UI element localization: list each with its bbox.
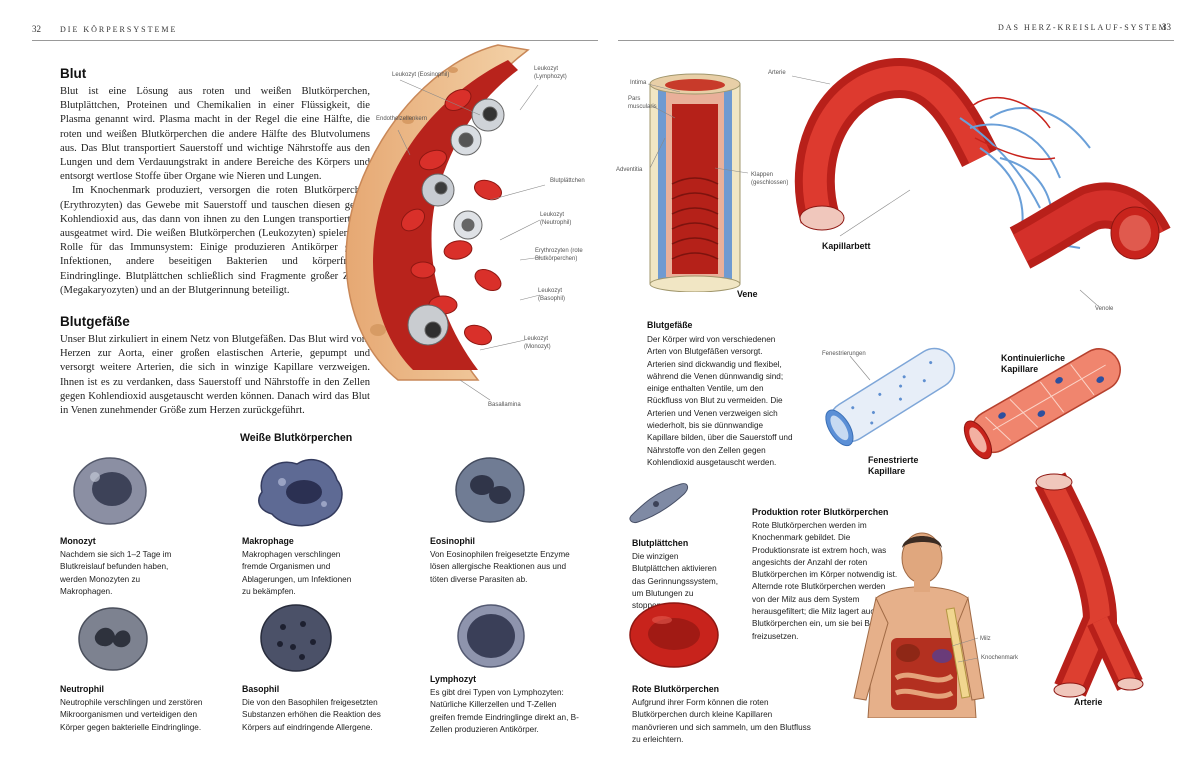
wbc-neutrophil-text: Neutrophile verschlingen und zerstören M… [60, 698, 203, 732]
arterie-illustration [1034, 472, 1144, 698]
right-header-rule [618, 40, 1174, 41]
left-header-rule [32, 40, 598, 41]
produktion-text: Rote Blutkörperchen werden im Knochenmar… [752, 521, 898, 641]
label-leukozyt-neutrophil: Leukozyt (Neutrophil) [540, 212, 572, 226]
wbc-basophil-text: Die von den Basophilen freigesetzten Sub… [242, 698, 381, 732]
blutgefaesse-section: Blutgefäße Unser Blut zirkuliert in eine… [60, 314, 370, 418]
neutrophil-cell-image [78, 607, 148, 671]
kontinuierliche-kapillare-illustration [963, 348, 1121, 460]
vene-illustration [649, 73, 741, 292]
label-basallamina: Basallamina [488, 402, 521, 408]
blutplaettchen-title: Blutplättchen [632, 538, 689, 548]
label-leukozyt-eosinophil: Leukozyt (Eosinophil) [392, 72, 450, 78]
basophil-cell-image [260, 604, 332, 672]
label-venole: Venole [1095, 306, 1114, 312]
label-leukozyt-basophil: Leukozyt (Basophil) [538, 288, 566, 302]
left-running-head: DIE KÖRPERSYSTEME [60, 25, 178, 34]
wbc-basophil-name: Basophil [242, 684, 280, 694]
vessel-cross-section-illustration [345, 44, 530, 381]
lymphozyt-cell-image [457, 604, 525, 668]
makrophage-cell-image [258, 459, 343, 527]
blut-paragraph-2: Im Knochenmark produziert, versorgen die… [60, 185, 370, 296]
label-arterie-top: Arterie [768, 70, 786, 76]
label-fenestrierte-kapillare: Fenestrierte Kapillare [868, 455, 919, 476]
wbc-neutrophil-name: Neutrophil [60, 684, 104, 694]
wbc-heading: Weiße Blutkörperchen [240, 432, 353, 444]
label-erythrozyten: Erythrozyten (rote Blutkörperchen) [535, 248, 583, 262]
blutplaettchen-image [629, 483, 689, 523]
wbc-eosinophil-text: Von Eosinophilen freigesetzte Enzyme lös… [430, 550, 570, 584]
label-knochenmark: Knochenmark [981, 655, 1019, 661]
blutgefaesse-caption-text: Der Körper wird von verschiedenen Arten … [647, 335, 793, 467]
blut-paragraph-1: Blut ist eine Lösung aus roten und weiße… [60, 86, 370, 183]
blutgefaesse-paragraph: Unser Blut zirkuliert in einem Netz von … [60, 334, 370, 417]
human-figure-illustration [853, 532, 985, 718]
label-adventitia: Adventitia [616, 167, 643, 173]
label-blutplaettchen: Blutplättchen [550, 178, 585, 184]
vessel-leader-lines [397, 79, 546, 401]
monozyt-cell-image [73, 457, 147, 525]
vene-leader-lines [647, 83, 749, 174]
fenestrierte-kapillare-illustration [825, 347, 956, 447]
blut-body: Blut ist eine Lösung aus roten und weiße… [60, 85, 370, 298]
wbc-lymphozyt-name: Lymphozyt [430, 674, 477, 684]
rote-blutkoerperchen-image [629, 602, 719, 668]
label-kontinuierliche-kapillare: Kontinuierliche Kapillare [1001, 353, 1066, 374]
kapillarbett-leader-lines [791, 75, 1099, 307]
rote-title: Rote Blutkörperchen [632, 684, 720, 694]
label-arterie-bottom: Arterie [1074, 697, 1103, 707]
label-endothelzellenkern: Endothelzellenkern [376, 116, 428, 122]
wbc-makrophage-name: Makrophage [242, 536, 294, 546]
vene-label: Vene [737, 289, 758, 299]
label-fenestrierungen: Fenestrierungen [822, 351, 866, 357]
label-pars-muscularis: Pars muscularis [628, 96, 657, 110]
blutgefaesse-heading: Blutgefäße [60, 314, 130, 329]
left-page-number: 32 [32, 24, 41, 34]
wbc-lymphozyt-text: Es gibt drei Typen von Lymphozyten: Natü… [430, 688, 579, 734]
rote-text: Aufgrund ihrer Form können die roten Blu… [632, 698, 811, 744]
label-klappen: Klappen (geschlossen) [751, 172, 789, 186]
label-leukozyt-monozyt: Leukozyt (Monozyt) [524, 336, 551, 350]
blut-heading: Blut [60, 66, 87, 81]
wbc-monozyt-text: Nachdem sie sich 1–2 Tage im Blutkreisla… [60, 550, 172, 596]
wbc-eosinophil-name: Eosinophil [430, 536, 475, 546]
label-intima: Intima [630, 80, 647, 86]
label-leukozyt-lymphozyt: Leukozyt (Lymphozyt) [534, 66, 567, 80]
wbc-makrophage-text: Makrophagen verschlingen fremde Organism… [242, 550, 352, 596]
label-kapillarbett: Kapillarbett [822, 241, 871, 251]
eosinophil-cell-image [455, 457, 525, 523]
blutgefaesse-body: Unser Blut zirkuliert in einem Netz von … [60, 333, 370, 418]
produktion-title: Produktion roter Blutkörperchen [752, 507, 889, 517]
blutplaettchen-text: Die winzigen Blutplättchen aktivieren da… [632, 552, 719, 611]
blut-section: Blut Blut ist eine Lösung aus roten und … [60, 66, 370, 298]
produktion-leader-lines [951, 637, 979, 663]
kapillarbett-illustration [794, 58, 1171, 269]
wbc-monozyt-name: Monozyt [60, 536, 96, 546]
blutgefaesse-caption-title: Blutgefäße [647, 320, 693, 330]
fenestrierungen-leader-line [849, 355, 871, 381]
label-milz: Milz [980, 636, 991, 642]
right-page-number: 33 [1162, 22, 1171, 32]
right-running-head: DAS HERZ-KREISLAUF-SYSTEM [998, 23, 1168, 32]
